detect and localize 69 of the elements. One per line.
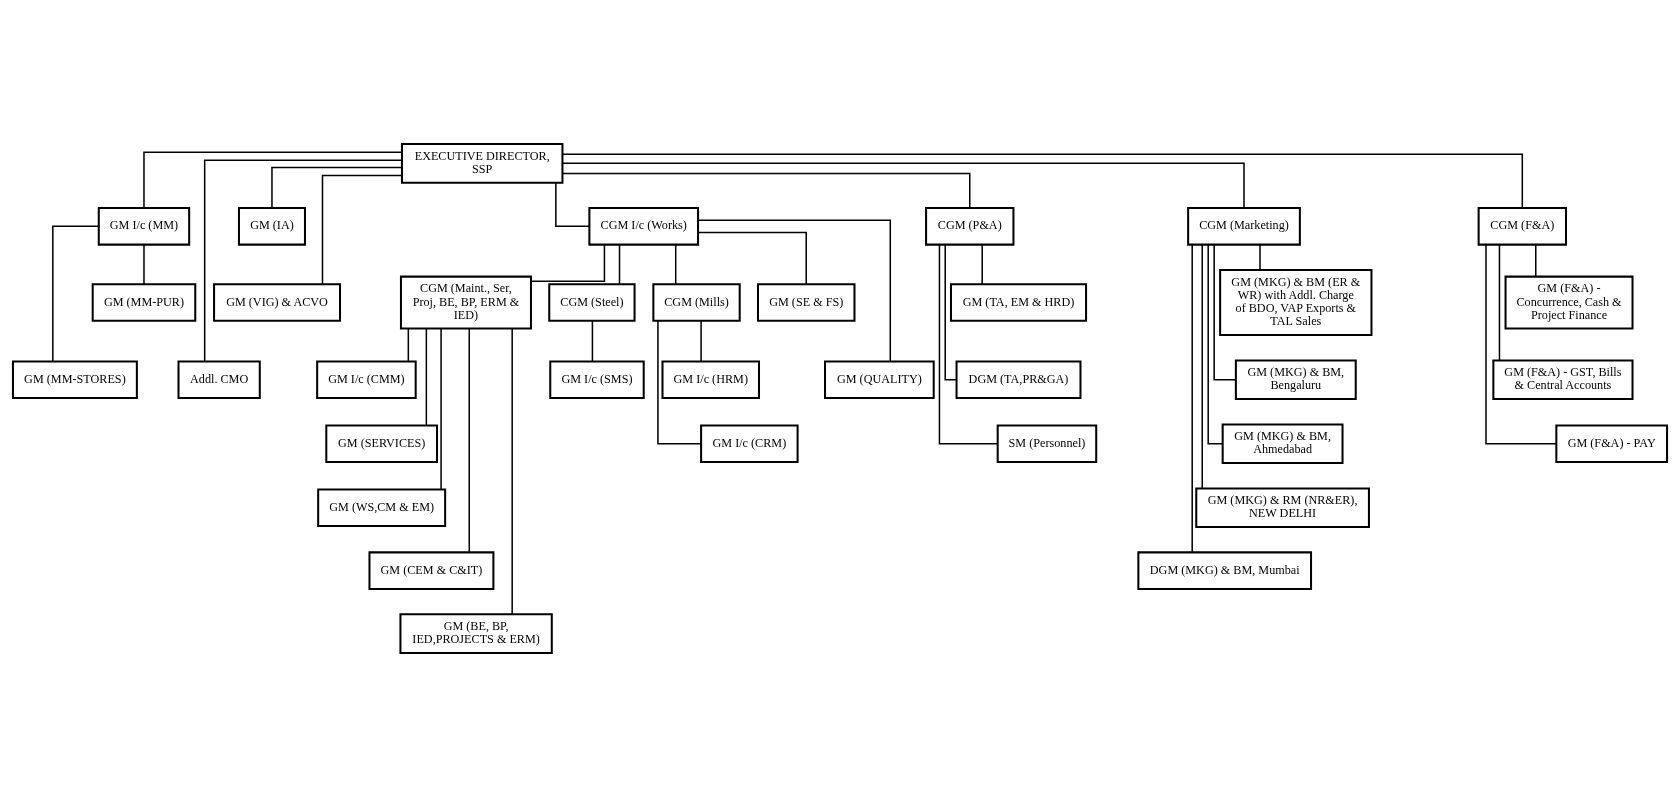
node-box: GM (SERVICES) (325, 424, 439, 463)
connector (530, 244, 606, 282)
node-box: GM I/c (MM) (97, 207, 191, 246)
connector (425, 328, 428, 426)
connector (468, 327, 470, 553)
node-box: GM (MM-PUR) (91, 283, 197, 322)
node-box: GM (F&A) - GST, Bills & Central Accounts (1492, 359, 1634, 401)
node-box: Addl. CMO (177, 360, 261, 399)
node-box: GM (MKG) & BM (ER & WR) with Addl. Charge of BDO, VAP Exports & TAL Sales (1219, 269, 1373, 337)
node-box: CGM (F&A) (1477, 207, 1567, 246)
node-box: GM (F&A) - PAY (1555, 424, 1669, 463)
connector (1201, 244, 1203, 489)
node-box: DGM (MKG) & BM, Mumbai (1137, 551, 1313, 590)
node-box: GM (QUALITY) (824, 360, 935, 399)
node-box: SM (Personnel) (996, 424, 1098, 463)
connector (407, 327, 410, 362)
node-box: CGM (Marketing) (1187, 207, 1301, 246)
connector (203, 159, 403, 363)
connector (440, 327, 442, 490)
connector (1535, 244, 1537, 278)
connector (1207, 244, 1224, 445)
connector (271, 166, 403, 209)
connector (938, 244, 999, 445)
node-box: GM (SE & FS) (756, 283, 856, 322)
connector (944, 244, 958, 381)
connector (981, 244, 983, 285)
node-box: GM I/c (CMM) (316, 360, 417, 399)
node-box: GM (BE, BP, IED,PROJECTS & ERM) (399, 613, 553, 654)
node-box: EXECUTIVE DIRECTOR, SSP (400, 143, 564, 184)
connector (1485, 244, 1557, 445)
node-box: CGM (P&A) (925, 207, 1015, 246)
connector (697, 219, 892, 363)
connector (561, 172, 971, 209)
connector (657, 320, 702, 445)
connector (52, 225, 100, 362)
connector (674, 244, 677, 285)
node-box: CGM (Steel) (548, 283, 636, 322)
node-box: CGM I/c (Works) (588, 207, 700, 246)
connector (1213, 244, 1237, 381)
node-box: GM (VIG) & ACVO (213, 283, 342, 322)
node-box: CGM (Mills) (652, 283, 741, 322)
node-box: GM (MM-STORES) (11, 360, 138, 399)
node-box: GM (CEM & C&IT) (368, 551, 495, 590)
node-box: GM (MKG) & BM, Ahmedabad (1221, 423, 1344, 464)
connector (555, 182, 590, 228)
node-box: GM I/c (HRM) (661, 360, 760, 399)
node-box: GM (IA) (237, 207, 306, 246)
connector (143, 151, 403, 209)
connector (1259, 244, 1261, 271)
node-box: CGM (Maint., Ser, Proj, BE, BP, ERM & IED) (399, 275, 532, 330)
connector (591, 320, 594, 363)
node-box: GM (MKG) & BM, Bengaluru (1234, 359, 1357, 401)
node-box: GM (F&A) - Concurrence, Cash & Project Finance (1504, 275, 1634, 330)
node-box: GM I/c (SMS) (549, 360, 645, 399)
connector (511, 327, 513, 615)
connector (321, 174, 403, 285)
connector (561, 153, 1524, 209)
node-box: GM (MKG) & RM (NR&ER), NEW DELHI (1195, 487, 1370, 528)
connector (143, 244, 145, 285)
node-box: DGM (TA,PR&GA) (955, 360, 1082, 399)
connector (561, 162, 1245, 209)
connector (700, 320, 702, 363)
node-box: GM I/c (CRM) (700, 424, 799, 463)
connector (618, 244, 621, 285)
connector (1498, 244, 1501, 361)
node-box: GM (TA, EM & HRD) (949, 283, 1088, 322)
connector (1191, 244, 1193, 553)
connector (697, 231, 807, 285)
node-box: GM (WS,CM & EM) (317, 488, 447, 527)
